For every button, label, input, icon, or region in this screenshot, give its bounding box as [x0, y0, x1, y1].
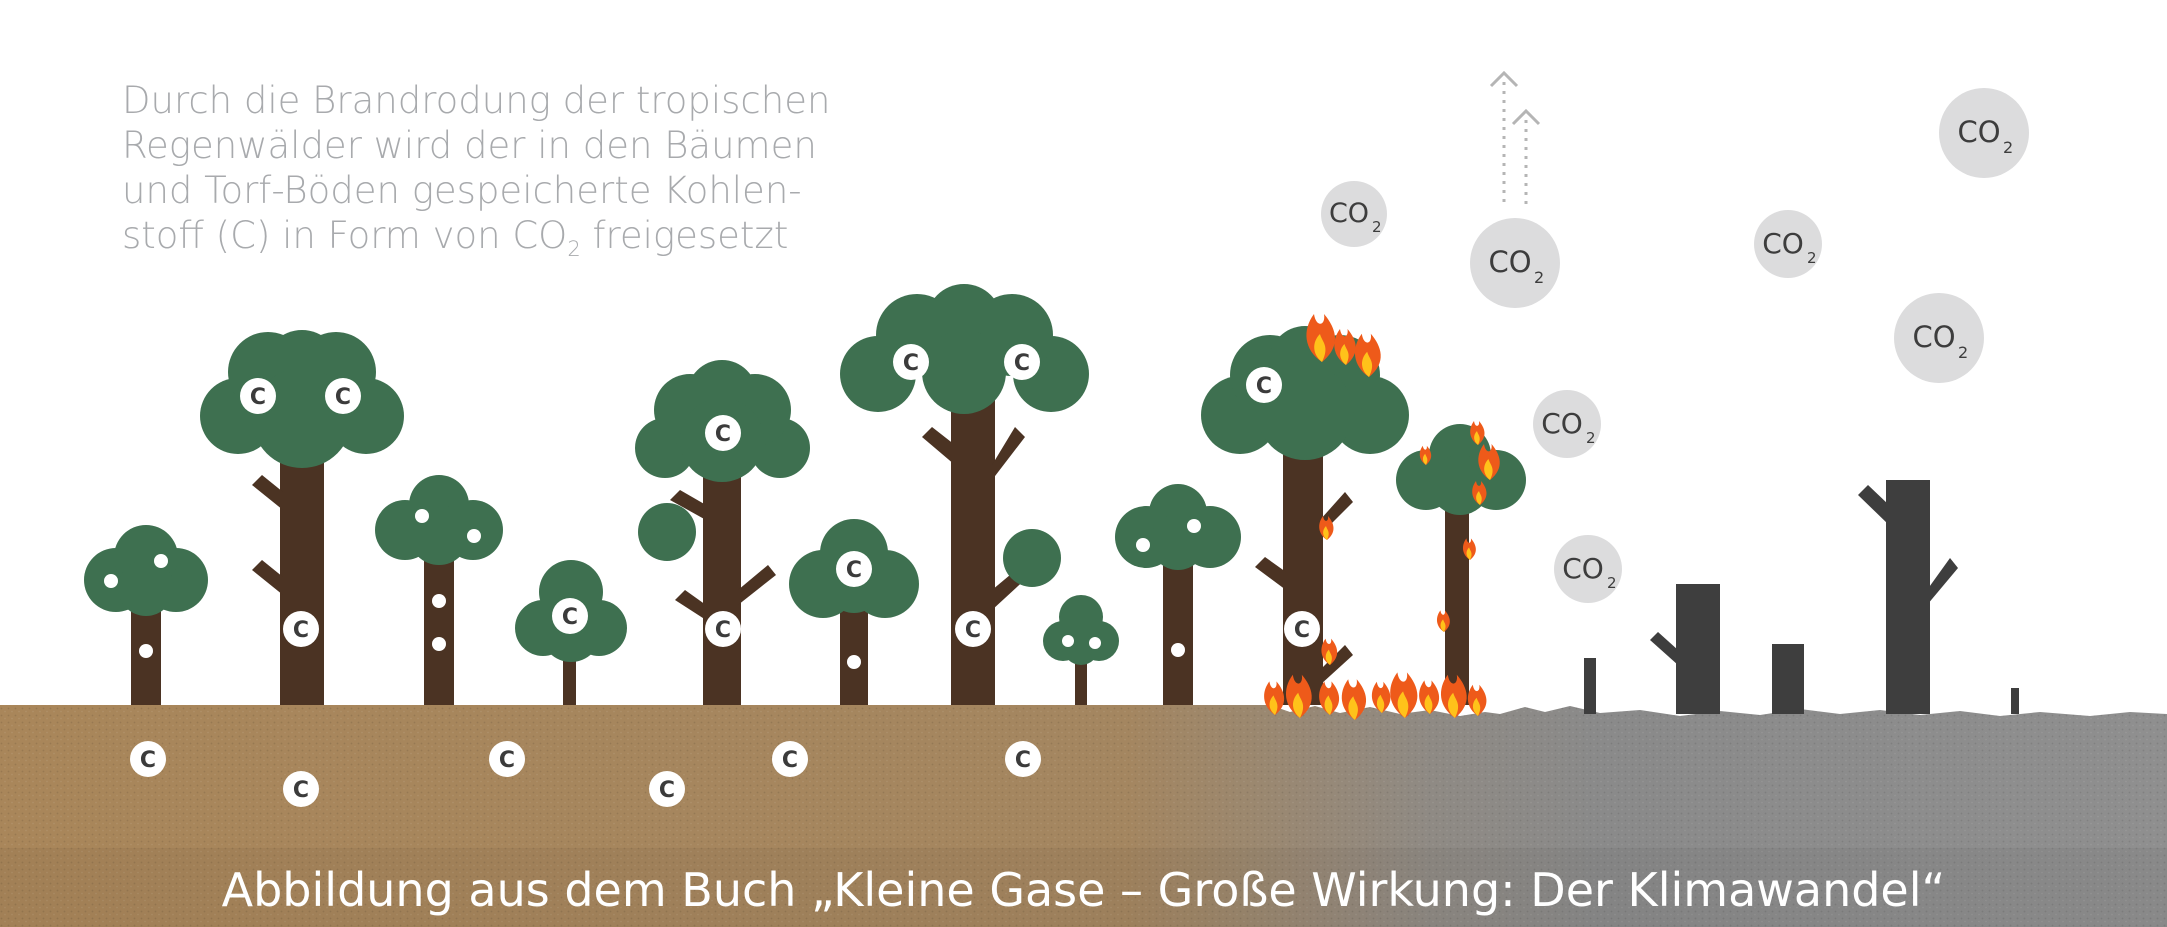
svg-text:C: C — [659, 778, 675, 803]
tree — [375, 475, 503, 705]
intro-subscript: 2 — [567, 237, 581, 261]
co2-bubble: CO 2 — [1554, 535, 1622, 603]
co2-bubble: CO 2 — [1321, 181, 1387, 247]
svg-text:C: C — [1014, 351, 1030, 376]
svg-text:C: C — [499, 748, 515, 773]
burning-tree — [1396, 424, 1526, 705]
svg-text:C: C — [715, 422, 731, 447]
svg-text:CO: CO — [1762, 227, 1804, 260]
svg-text:2: 2 — [1586, 429, 1596, 447]
svg-text:C: C — [250, 385, 266, 410]
svg-text:C: C — [293, 778, 309, 803]
tree — [1043, 595, 1119, 705]
svg-text:C: C — [846, 558, 862, 583]
svg-text:CO: CO — [1541, 407, 1583, 440]
svg-text:C: C — [1256, 374, 1272, 399]
svg-text:C: C — [965, 618, 981, 643]
co2-bubble: CO 2 — [1754, 210, 1822, 278]
co2-bubble: CO 2 — [1894, 293, 1984, 383]
svg-text:C: C — [903, 351, 919, 376]
soil-carbon: C C C C C C — [130, 741, 1041, 807]
intro-line: stoff (C) in Form von CO — [122, 214, 568, 257]
tree — [1115, 484, 1241, 705]
svg-text:CO: CO — [1488, 245, 1531, 279]
svg-text:CO: CO — [1329, 198, 1369, 229]
svg-text:CO: CO — [1912, 320, 1955, 354]
tree: C C C — [200, 330, 404, 705]
rising-arrows — [1489, 70, 1541, 205]
co2-bubble: CO 2 — [1470, 218, 1560, 308]
svg-text:2: 2 — [1958, 343, 1968, 362]
svg-text:C: C — [1015, 748, 1031, 773]
svg-text:C: C — [293, 618, 309, 643]
burnt-stumps — [1584, 480, 2019, 714]
tree — [84, 525, 208, 705]
intro-line: Regenwälder wird der in den Bäumen — [122, 124, 817, 167]
tree: C — [515, 560, 627, 705]
co2-bubble: CO 2 — [1533, 390, 1601, 458]
svg-text:2: 2 — [2003, 138, 2013, 157]
burning-tree: C C — [1201, 326, 1409, 705]
tree: C — [789, 519, 919, 705]
svg-text:CO: CO — [1957, 115, 2000, 149]
intro-line: Durch die Brandrodung der tropischen — [122, 79, 831, 122]
svg-text:C: C — [1294, 618, 1310, 643]
svg-text:2: 2 — [1807, 249, 1817, 267]
co2-bubbles: CO 2 CO 2 CO 2 CO 2 CO 2 CO 2 CO 2 — [1321, 88, 2029, 603]
svg-text:2: 2 — [1607, 574, 1617, 592]
intro-line: und Torf-Böden gespeicherte Kohlen- — [122, 169, 802, 212]
co2-bubble: CO 2 — [1939, 88, 2029, 178]
intro-text: Durch die Brandrodung der tropischen Reg… — [122, 78, 842, 261]
tree: C C — [635, 360, 810, 705]
svg-text:C: C — [715, 618, 731, 643]
svg-text:2: 2 — [1372, 218, 1382, 236]
svg-text:2: 2 — [1534, 268, 1544, 287]
svg-text:C: C — [562, 605, 578, 630]
figure-caption: Abbildung aus dem Buch „Kleine Gase – Gr… — [221, 863, 1946, 917]
tree: C C C — [840, 284, 1089, 705]
intro-tail: freigesetzt — [580, 214, 789, 257]
svg-text:C: C — [140, 748, 156, 773]
svg-text:C: C — [335, 385, 351, 410]
svg-text:C: C — [782, 748, 798, 773]
svg-text:CO: CO — [1562, 552, 1604, 585]
